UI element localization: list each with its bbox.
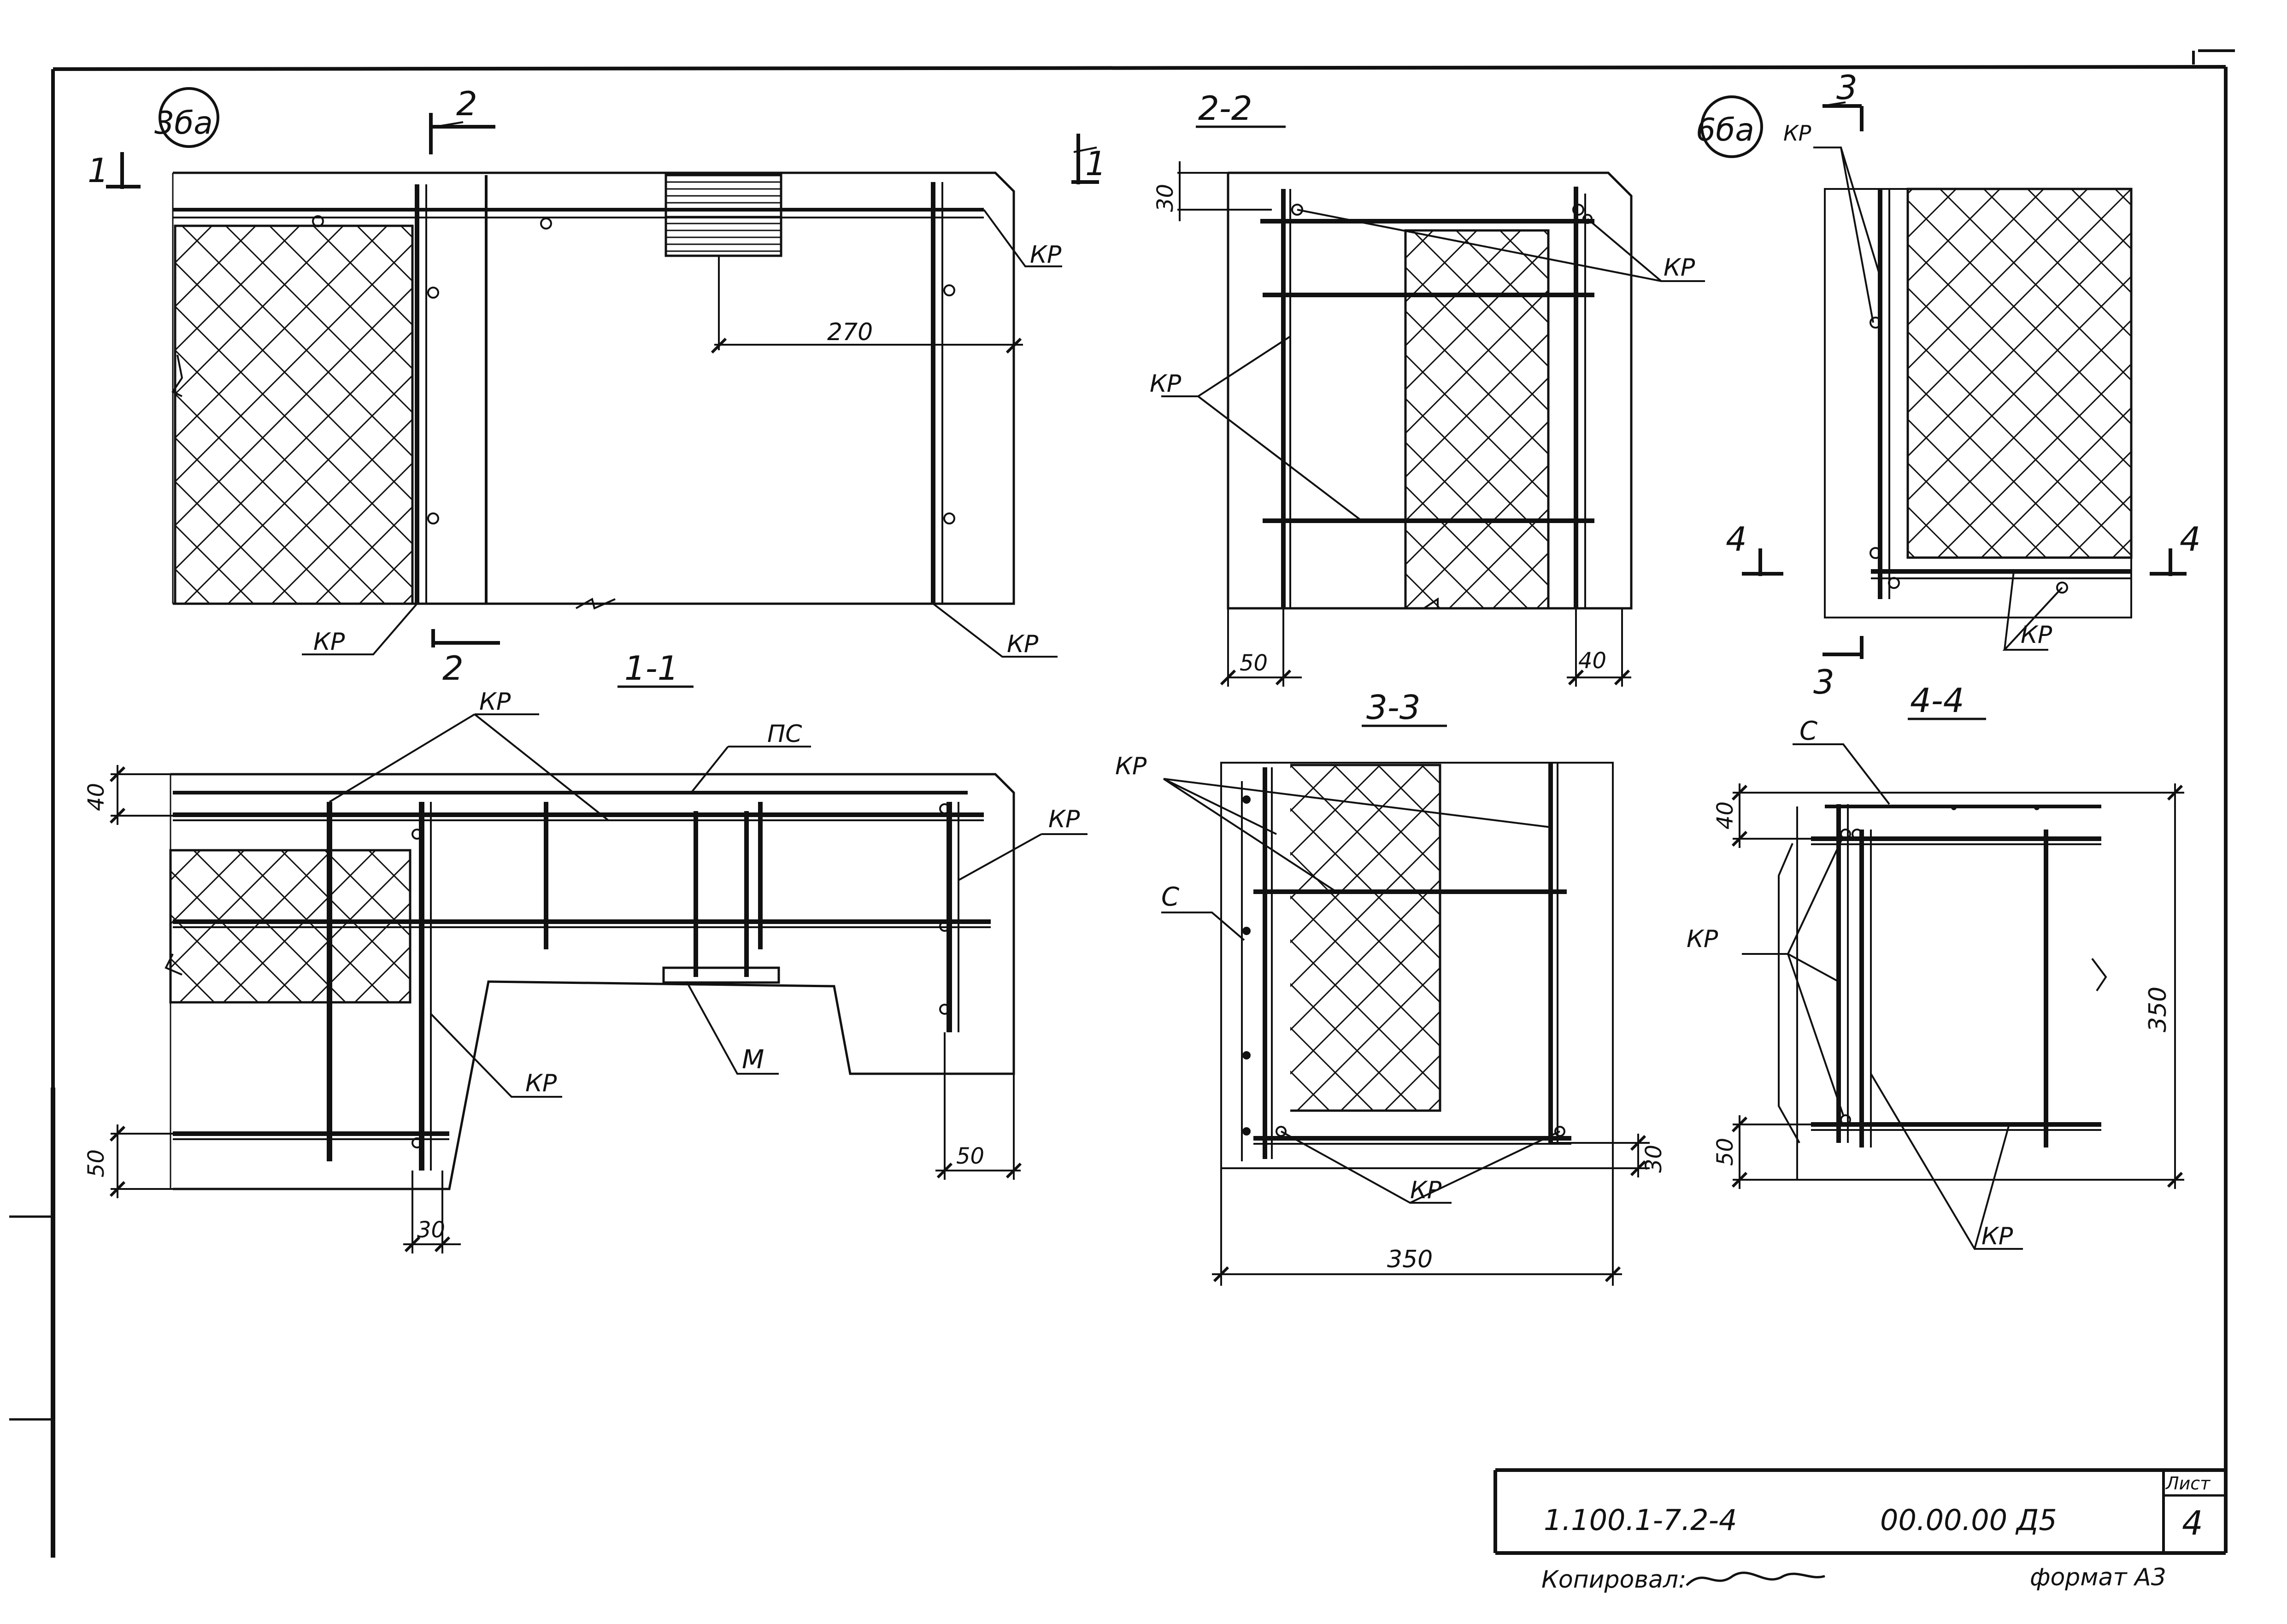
section-2-2 <box>1161 125 1705 687</box>
dim-50: 50 <box>83 1149 109 1177</box>
node-label-3ba: 3ба <box>154 105 213 141</box>
doc-number: 00.00.00 Д5 <box>1880 1503 2057 1537</box>
label-kr: КР <box>1115 753 1147 780</box>
view-3ba <box>106 87 1099 658</box>
dim-350: 350 <box>1387 1246 1433 1273</box>
cut-label-2-bottom: 2 <box>442 649 464 688</box>
dim-50: 50 <box>956 1143 984 1169</box>
section-3-3 <box>1161 724 1650 1286</box>
cut-label-3-top: 3 <box>1836 68 1858 107</box>
dim-40: 40 <box>1578 648 1606 674</box>
dim-30: 30 <box>1152 184 1178 212</box>
node-label-6ba: 6ба <box>1696 112 1754 148</box>
label-kr: КР <box>1687 925 1718 953</box>
dim-50: 50 <box>1712 1138 1738 1166</box>
sheet-number: 4 <box>2182 1504 2203 1542</box>
dim-270: 270 <box>827 318 873 346</box>
label-kr: КР <box>1981 1223 2013 1250</box>
cut-label-1-right: 1 <box>1085 144 1106 183</box>
label-kr: КР <box>1048 806 1080 833</box>
dim-40: 40 <box>1712 801 1738 830</box>
binding-strip <box>9 1088 55 1558</box>
doc-code: 1.100.1-7.2-4 <box>1544 1503 1737 1537</box>
dim-30: 30 <box>1641 1145 1667 1173</box>
label-kr: КР <box>1410 1177 1442 1204</box>
copied-by-label: Копировал: <box>1541 1566 1687 1594</box>
label-kr: КР <box>1030 241 1062 269</box>
title-block <box>1493 1468 2226 1555</box>
label-kr: КР <box>1664 254 1695 282</box>
cut-label-4-left: 4 <box>1726 520 1747 559</box>
signature <box>1686 1571 1825 1586</box>
dim-30: 30 <box>417 1217 445 1243</box>
label-s: С <box>1161 882 1179 912</box>
view-6ba <box>1700 95 2187 659</box>
label-m: М <box>742 1045 764 1075</box>
section-1-1 <box>109 685 1088 1253</box>
cut-label-1-left: 1 <box>88 151 109 190</box>
section-title-2-2: 2-2 <box>1198 89 1252 128</box>
sheet-label: Лист <box>2165 1473 2211 1494</box>
label-kr: КР <box>1007 630 1039 658</box>
section-title-4-4: 4-4 <box>1910 681 1964 720</box>
label-ps: ПС <box>767 720 802 748</box>
cut-label-4-right: 4 <box>2180 520 2201 559</box>
dim-350: 350 <box>2144 987 2172 1032</box>
section-4-4 <box>1731 718 2184 1250</box>
label-kr: КР <box>525 1070 557 1097</box>
label-kr: КР <box>1150 370 1182 398</box>
label-kr: КР <box>1783 121 1811 146</box>
section-title-1-1: 1-1 <box>624 649 679 688</box>
label-s: С <box>1799 716 1817 746</box>
dim-50: 50 <box>1240 650 1268 676</box>
label-kr: КР <box>479 688 511 716</box>
cut-label-3-bottom: 3 <box>1813 663 1834 701</box>
label-kr: КР <box>2021 621 2052 649</box>
cut-label-2-top: 2 <box>456 84 477 123</box>
section-title-3-3: 3-3 <box>1366 688 1421 727</box>
dim-40: 40 <box>83 783 109 811</box>
label-kr: КР <box>313 628 345 656</box>
format-label: формат А3 <box>2030 1564 2166 1591</box>
